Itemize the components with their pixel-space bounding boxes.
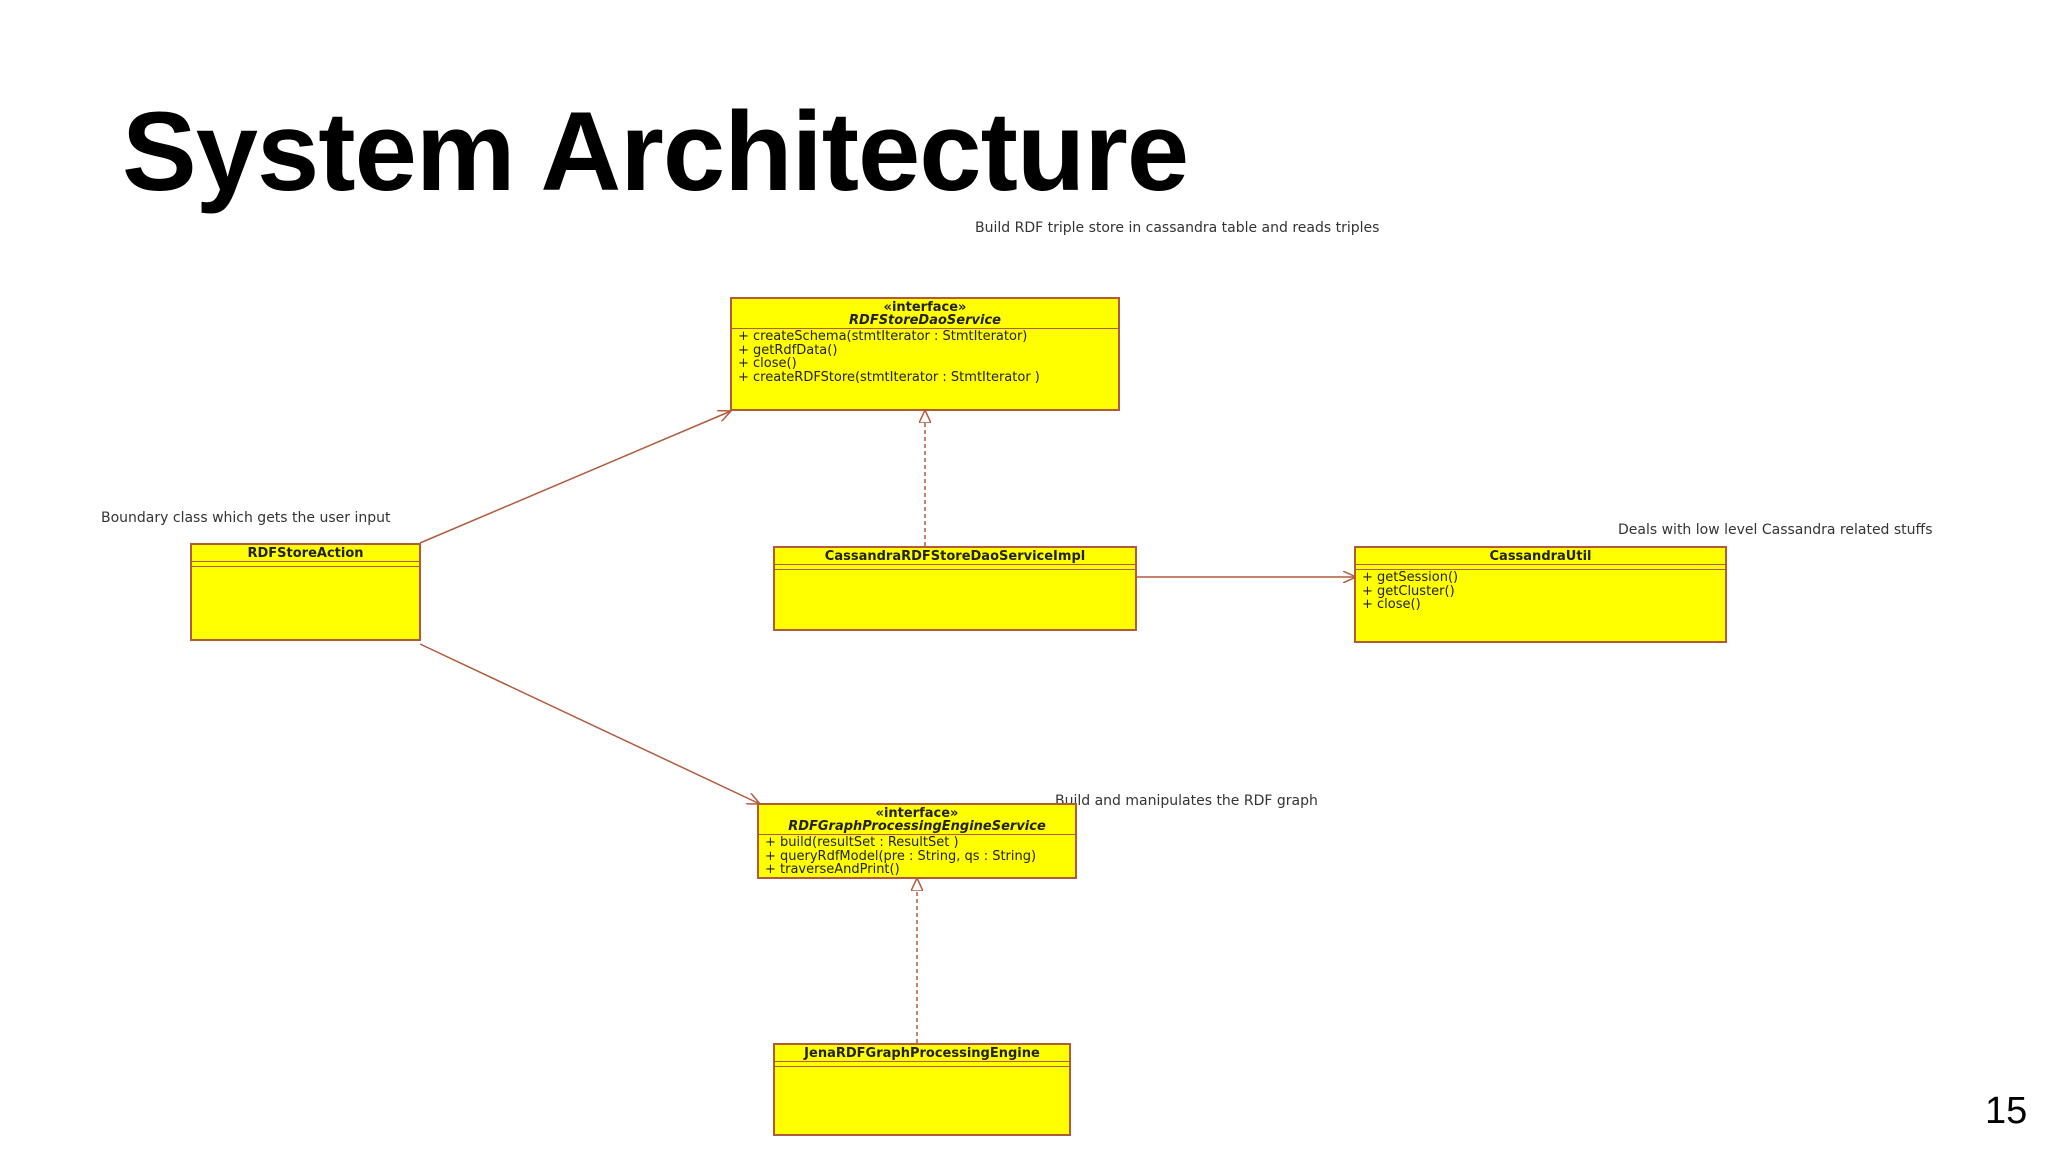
cassandra-util-note: Deals with low level Cassandra related s…: [1618, 522, 1933, 538]
graph-engine-note: Build and manipulates the RDF graph: [1055, 793, 1318, 809]
class-header: CassandraRDFStoreDaoServiceImpl: [775, 548, 1135, 565]
class-cassandra-rdf-store-dao-service-impl: CassandraRDFStoreDaoServiceImpl: [773, 546, 1137, 631]
operations-list: + getSession() + getCluster() + close(): [1356, 570, 1725, 613]
operation: + createSchema(stmtIterator : StmtIterat…: [738, 329, 1028, 344]
operations-list: + createSchema(stmtIterator : StmtIterat…: [732, 329, 1118, 385]
attributes-compartment: [192, 562, 419, 567]
class-name: RDFGraphProcessingEngineService: [788, 819, 1046, 834]
class-header: JenaRDFGraphProcessingEngine: [775, 1045, 1069, 1062]
class-header: «interface» RDFStoreDaoService: [732, 299, 1118, 329]
class-rdf-graph-processing-engine-service: «interface» RDFGraphProcessingEngineServ…: [757, 803, 1077, 879]
operation: + build(resultSet : ResultSet ): [765, 835, 959, 850]
class-jena-rdf-graph-processing-engine: JenaRDFGraphProcessingEngine: [773, 1043, 1071, 1136]
stereotype-label: «interface»: [883, 300, 967, 315]
attributes-compartment: [775, 565, 1135, 570]
page-number: 15: [1985, 1090, 2028, 1132]
class-name: CassandraRDFStoreDaoServiceImpl: [824, 549, 1086, 564]
class-rdf-store-action: RDFStoreAction: [190, 543, 421, 641]
class-name: RDFStoreAction: [247, 546, 364, 561]
dao-service-note: Build RDF triple store in cassandra tabl…: [975, 220, 1380, 236]
operation: + getRdfData(): [738, 342, 838, 358]
association-action-to-graph-engine-service: [419, 643, 760, 804]
class-cassandra-util: CassandraUtil + getSession() + getCluste…: [1354, 546, 1727, 643]
operations-list: + build(resultSet : ResultSet ) + queryR…: [759, 835, 1075, 878]
attributes-compartment: [1356, 565, 1725, 570]
operation: + close(): [1362, 597, 1421, 612]
class-name: JenaRDFGraphProcessingEngine: [804, 1046, 1040, 1061]
association-action-to-dao-service: [419, 411, 731, 544]
class-name: CassandraUtil: [1489, 549, 1592, 564]
attributes-compartment: [775, 1062, 1069, 1067]
class-name: RDFStoreDaoService: [849, 313, 1001, 328]
class-header: «interface» RDFGraphProcessingEngineServ…: [759, 805, 1075, 835]
class-header: CassandraUtil: [1356, 548, 1725, 565]
class-header: RDFStoreAction: [192, 545, 419, 562]
class-rdf-store-dao-service: «interface» RDFStoreDaoService + createS…: [730, 297, 1120, 411]
operation: + traverseAndPrint(): [765, 862, 900, 877]
operation: + getCluster(): [1362, 583, 1455, 599]
operation: + queryRdfModel(pre : String, qs : Strin…: [765, 848, 1037, 864]
store-action-note: Boundary class which gets the user input: [101, 510, 391, 526]
slide-title: System Architecture: [122, 89, 1189, 214]
operation: + close(): [738, 356, 797, 371]
stereotype-label: «interface»: [875, 806, 959, 821]
operation: + getSession(): [1362, 570, 1459, 585]
operation: + createRDFStore(stmtIterator : StmtIter…: [738, 369, 1040, 385]
